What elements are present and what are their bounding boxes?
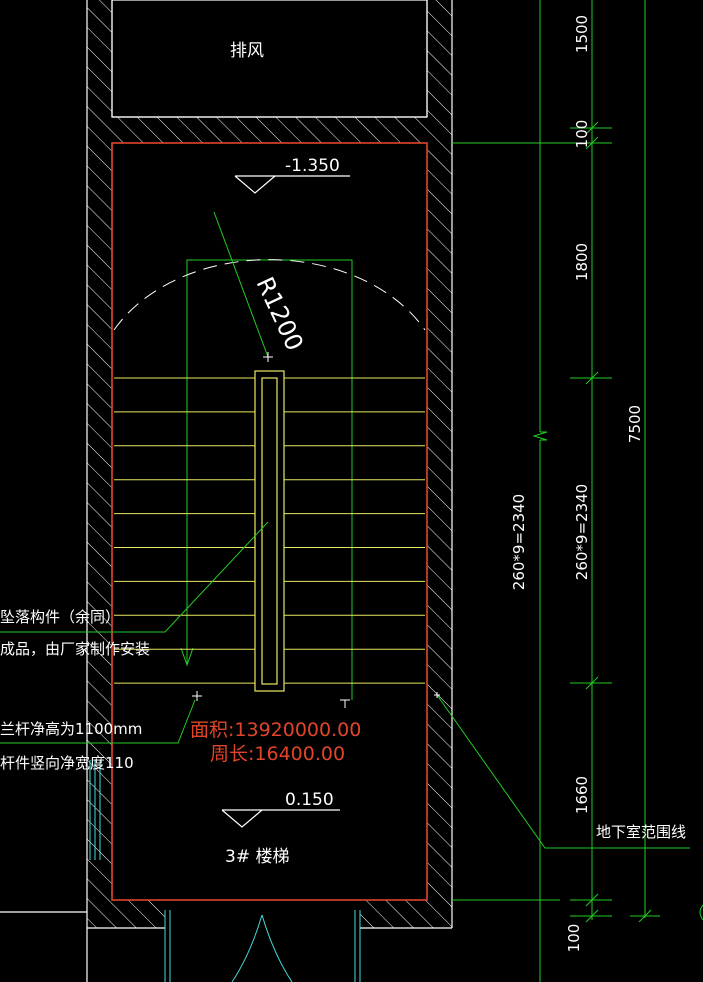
leader-mark-basement [434,692,440,698]
dimension-1660: 1660 [573,776,591,814]
dimension-1800: 1800 [573,243,591,281]
point-mark-left [192,691,202,701]
leader-lines [0,521,690,849]
annotation-railing-height: 兰杆净高为1100mm [0,720,142,738]
stair-treads [114,377,425,684]
point-mark-right [340,699,350,708]
elevation-marker-top [234,175,350,194]
elevation-top-label: -1.350 [285,156,340,176]
dimension-100-top: 100 [573,120,591,149]
radius-center-mark [263,352,273,362]
handrail-well [254,370,285,692]
stair-calc-left: 260*9=2340 [510,494,528,590]
dimension-lines [452,0,703,982]
elevation-bottom-label: 0.150 [285,790,334,810]
exhaust-room-label: 排风 [230,41,264,61]
perimeter-label: 周长:16400.00 [210,743,345,765]
stair-calc-right: 260*9=2340 [573,484,591,580]
elevation-marker-bottom [221,809,340,828]
dimension-100-bottom: 100 [565,924,583,953]
dimension-1500: 1500 [573,15,591,53]
annotation-fall-protection: 坠落构件（余同） [0,608,120,626]
radius-label: R1200 [251,273,309,355]
wall-outlines [0,0,453,982]
basement-line-label: 地下室范围线 [596,823,686,841]
radius-arc [113,259,426,331]
area-label: 面积:13920000.00 [190,719,361,741]
stair-name-label: 3# 楼梯 [225,847,289,867]
annotation-factory-made: 成品，由厂家制作安装 [0,640,150,658]
window-elements [89,760,361,982]
annotation-railing-gap: 杆件竖向净宽度110 [0,754,134,772]
wall-hatching [87,0,452,928]
dimension-7500: 7500 [626,405,644,443]
radius-line [213,211,269,358]
stair-boundary [111,142,428,901]
exhaust-room [111,0,428,118]
